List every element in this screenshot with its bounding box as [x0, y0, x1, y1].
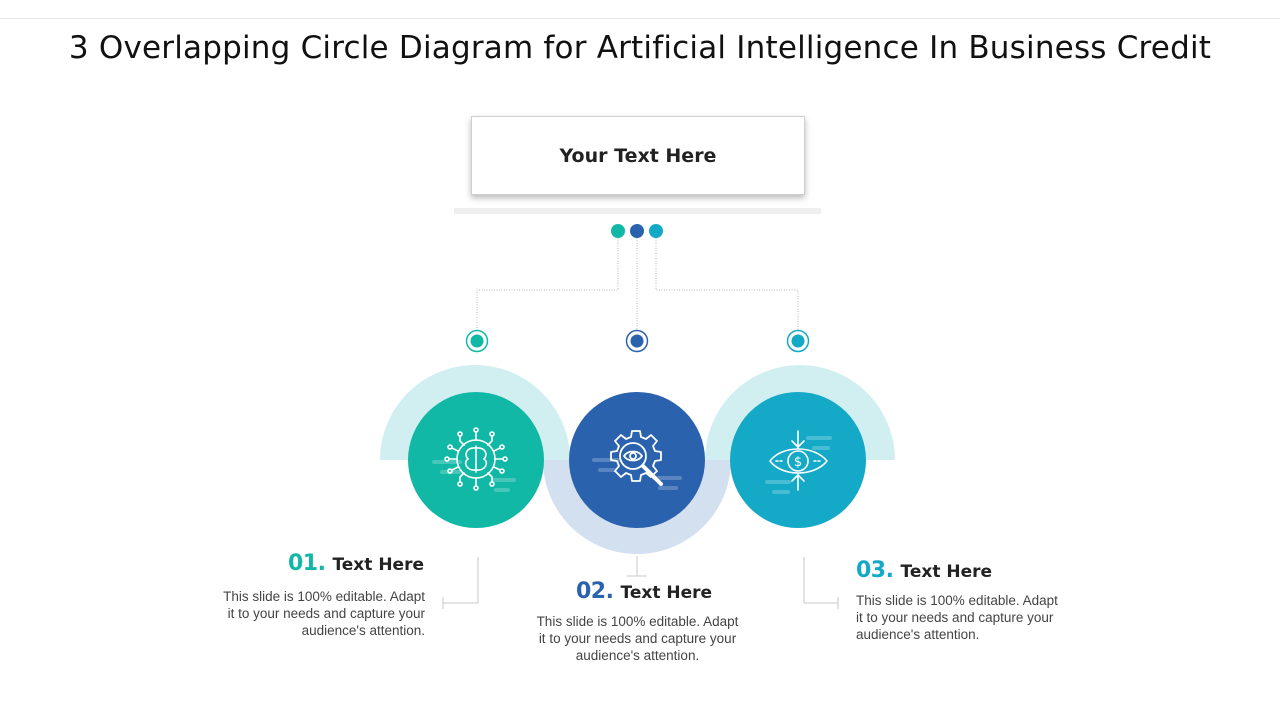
- connector-dot-3: [649, 224, 663, 238]
- connector-dot-2: [630, 224, 644, 238]
- svg-text:$: $: [794, 455, 802, 470]
- item-1-title: Text Here: [332, 555, 424, 575]
- header-text-box: Your Text Here: [471, 116, 805, 195]
- connector-dot-1: [611, 224, 625, 238]
- eye-dollar-icon: $: [769, 430, 828, 491]
- connector-lines: [476, 238, 799, 331]
- node-marker-2: [625, 329, 649, 353]
- item-2-title: Text Here: [620, 583, 713, 603]
- node-marker-3: [786, 329, 810, 353]
- circle-3-decor: [765, 436, 832, 494]
- header-box-label: Your Text Here: [559, 144, 717, 167]
- gear-magnifier-icon: [610, 430, 663, 486]
- circle-3: [730, 392, 866, 528]
- item-1-number: 01.: [287, 551, 326, 576]
- item-1-heading: 01. Text Here: [288, 551, 424, 576]
- item-3-description: This slide is 100% editable. Adapt it to…: [856, 593, 1058, 642]
- header-underline-bar: [454, 208, 821, 214]
- text-brackets: [442, 556, 839, 609]
- item-1-description: This slide is 100% editable. Adapt it to…: [223, 589, 425, 638]
- node-marker-1: [465, 329, 489, 353]
- brain-circuit-icon: [444, 427, 508, 491]
- item-2-number: 02.: [576, 579, 614, 604]
- item-3-title: Text Here: [900, 562, 993, 582]
- page-title: 3 Overlapping Circle Diagram for Artific…: [68, 30, 1212, 66]
- item-2-description: This slide is 100% editable. Adapt it to…: [536, 614, 739, 663]
- item-2-heading: 02. Text Here: [576, 579, 712, 604]
- item-3-heading: 03. Text Here: [856, 558, 992, 583]
- item-3-number: 03.: [856, 558, 894, 583]
- top-rule: [0, 18, 1280, 19]
